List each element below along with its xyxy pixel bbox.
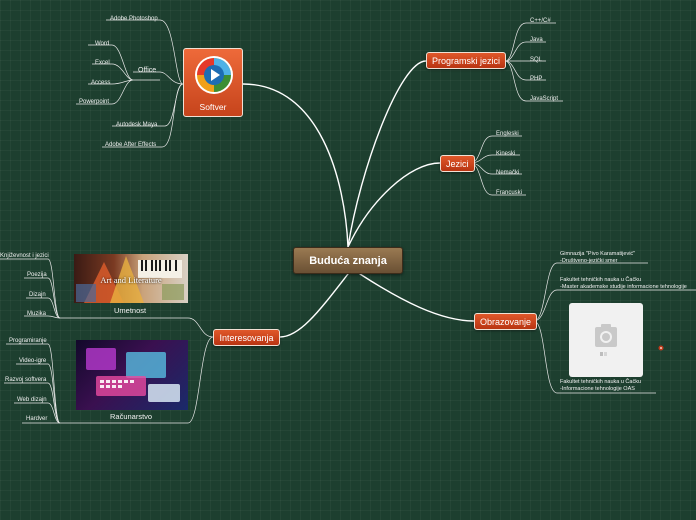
leaf-word[interactable]: Word (95, 41, 110, 47)
leaf-master-line2: -Master akademske studije informacione t… (560, 284, 687, 290)
leaf-gimnazija-line2: -Društveno-jezički smer (560, 258, 618, 264)
photo-placeholder[interactable] (569, 303, 643, 377)
leaf-hardver[interactable]: Hardver (26, 416, 48, 422)
leaf-muzika[interactable]: Muzika (27, 311, 47, 317)
leaf-dizajn[interactable]: Dizajn (29, 292, 46, 298)
leaf-gimnazija[interactable]: Gimnazija "Pivo Karamatijević" -Društven… (560, 251, 635, 265)
leaf-gimnazija-line1: Gimnazija "Pivo Karamatijević" (560, 251, 636, 257)
central-topic-label: Buduća znanja (309, 254, 387, 267)
leaf-video-igre[interactable]: Video-igre (19, 358, 47, 364)
umetnost-image-text: Art and Literature (100, 275, 162, 285)
leaf-oas-line1: Fakultet tehničkih nauka u Čačku (560, 379, 642, 385)
computer-hardware-icon (86, 348, 180, 402)
central-topic[interactable]: Buduća znanja (293, 247, 403, 274)
leaf-master-line1: Fakultet tehničkih nauka u Čačku (560, 277, 642, 283)
topic-programski-jezici-label: Programski jezici (432, 55, 501, 66)
leaf-access[interactable]: Access (91, 80, 111, 86)
leaf-oas-line2: -Informacione tehnologije OAS (560, 386, 635, 392)
topic-interesovanja[interactable]: Interesovanja (213, 329, 280, 346)
leaf-francuski[interactable]: Francuski (496, 190, 523, 196)
leaf-web-dizajn[interactable]: Web dizajn (17, 397, 47, 403)
leaf-razvoj-softvera[interactable]: Razvoj softvera (5, 377, 47, 383)
collapse-dot-icon[interactable] (658, 345, 664, 351)
subtopic-umetnost[interactable]: Umetnost (114, 306, 147, 315)
racunarstvo-image[interactable] (76, 340, 188, 410)
leaf-excel[interactable]: Excel (95, 60, 110, 66)
leaf-javascript[interactable]: JavaScript (530, 96, 559, 102)
topic-softver[interactable]: Softver (183, 48, 243, 117)
leaf-cpp-csharp[interactable]: C++/C# (530, 18, 551, 24)
umetnost-image[interactable]: Art and Literature (74, 254, 188, 303)
leaf-engleski[interactable]: Engleski (496, 131, 519, 137)
topic-jezici[interactable]: Jezici (440, 155, 475, 172)
camera-icon (595, 324, 617, 356)
topic-interesovanja-label: Interesovanja (219, 332, 274, 343)
topic-jezici-label: Jezici (446, 158, 469, 169)
leaf-java[interactable]: Java (530, 37, 543, 43)
leaf-php[interactable]: PHP (530, 76, 543, 82)
topic-obrazovanje-label: Obrazovanje (480, 316, 532, 327)
leaf-knjizevnost[interactable]: Književnost i jezici (0, 253, 49, 259)
leaf-oas[interactable]: Fakultet tehničkih nauka u Čačku -Inform… (560, 379, 641, 393)
leaf-powerpoint[interactable]: Powerpoint (79, 99, 110, 105)
leaf-autodesk-maya[interactable]: Autodesk Maya (116, 122, 158, 128)
media-player-icon (195, 56, 233, 94)
leaf-master-studije[interactable]: Fakultet tehničkih nauka u Čačku -Master… (560, 277, 687, 291)
subtopic-racunarstvo[interactable]: Računarstvo (110, 412, 153, 421)
leaf-poezija[interactable]: Poezija (27, 272, 47, 278)
leaf-nemacki[interactable]: Nemački (496, 170, 520, 176)
leaf-programiranje[interactable]: Programiranje (9, 338, 47, 344)
leaf-adobe-photoshop[interactable]: Adobe Photoshop (110, 16, 158, 22)
art-collage-icon (76, 256, 184, 303)
leaf-adobe-after-effects[interactable]: Adobe After Effects (105, 142, 157, 148)
leaf-sql[interactable]: SQL (530, 57, 543, 63)
subtopic-office[interactable]: Office (138, 67, 157, 74)
leaf-kineski[interactable]: Kineski (496, 151, 516, 157)
topic-programski-jezici[interactable]: Programski jezici (426, 52, 507, 69)
softver-label: Softver (199, 102, 227, 112)
topic-obrazovanje[interactable]: Obrazovanje (474, 313, 538, 330)
